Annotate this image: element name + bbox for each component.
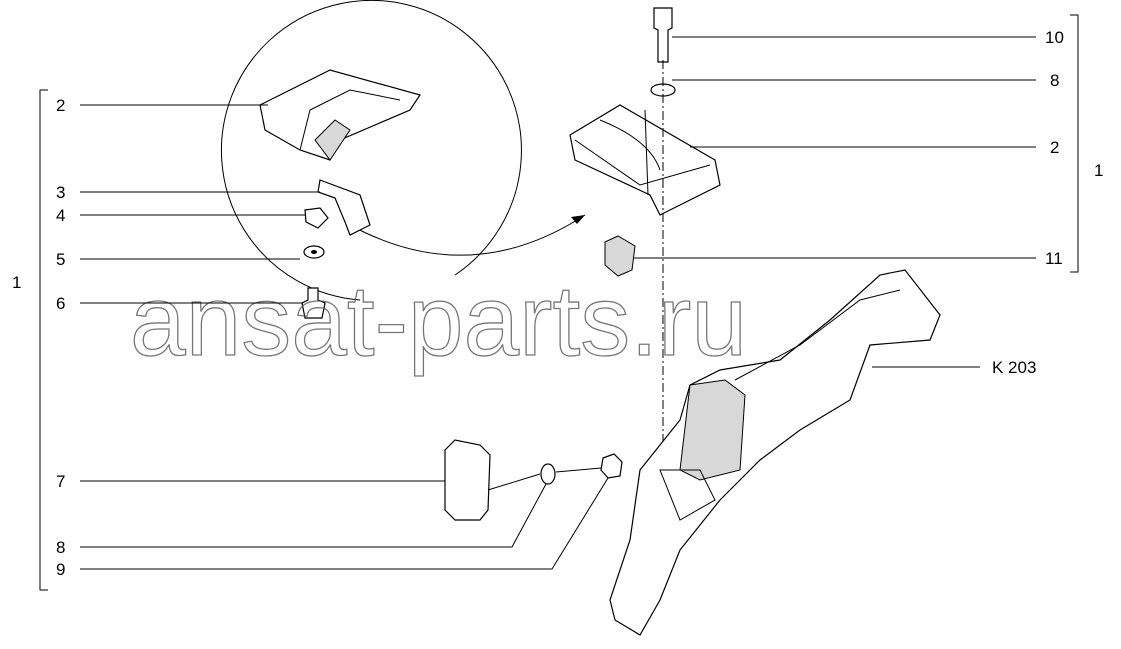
callout-7: 7 <box>56 472 65 491</box>
callout-6: 6 <box>56 294 65 313</box>
reference-code: K 203 <box>992 358 1036 377</box>
right-assembly-bracket <box>1070 14 1079 273</box>
callout-2: 2 <box>56 96 65 115</box>
pad-part-11 <box>604 235 636 277</box>
callout-11: 11 <box>1045 249 1063 268</box>
callout-5: 5 <box>56 250 65 269</box>
arrow-head-icon <box>571 215 585 224</box>
callout-8-right: 8 <box>1050 71 1059 90</box>
bolt-part-10 <box>653 7 673 63</box>
callout-3: 3 <box>56 183 65 202</box>
bracket-part-2 <box>569 104 721 216</box>
callout-2-right: 2 <box>1050 138 1059 157</box>
callout-10: 10 <box>1045 28 1064 47</box>
callout-9: 9 <box>56 560 65 579</box>
clip-part-4 <box>304 207 329 229</box>
callout-left-assembly: 1 <box>12 273 21 292</box>
bolt-part-6 <box>301 287 326 319</box>
callout-8: 8 <box>56 538 65 557</box>
clip-part-3 <box>317 179 371 236</box>
callout-right-assembly: 1 <box>1094 161 1103 180</box>
bracket-part-2-detail <box>259 69 421 161</box>
detail-arrow <box>349 214 586 256</box>
watermark: ansat-parts.ru <box>130 265 747 377</box>
detail-circle <box>220 0 522 301</box>
nut-part-9 <box>600 453 623 479</box>
left-assembly-bracket <box>39 89 48 591</box>
washer-part-8 <box>540 463 556 485</box>
cover-part-7 <box>444 439 491 521</box>
callout-4: 4 <box>56 206 65 225</box>
fender-housing-part <box>609 269 941 636</box>
